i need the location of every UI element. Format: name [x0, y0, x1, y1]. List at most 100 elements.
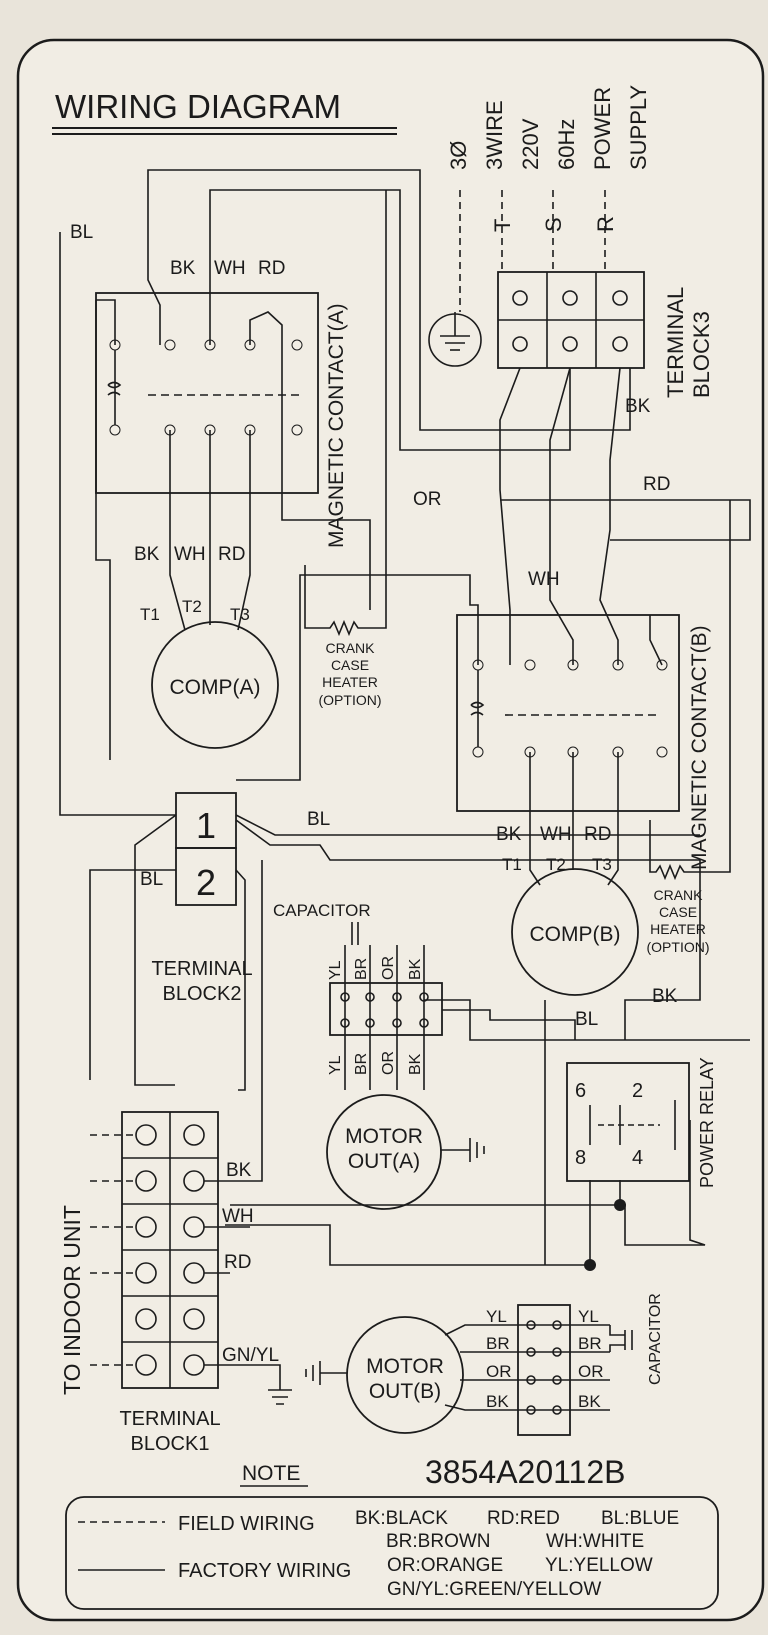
svg-text:3Ø: 3Ø — [446, 141, 471, 170]
svg-text:GN/YL:GREEN/YELLOW: GN/YL:GREEN/YELLOW — [387, 1579, 601, 1600]
magnetic-contact-b-label: MAGNETIC CONTACT(B) — [688, 625, 711, 870]
svg-text:HEATER: HEATER — [650, 921, 706, 937]
svg-text:3WIRE: 3WIRE — [482, 100, 507, 170]
comp-a-wire-labels: BK WH RD BK WH RD T1 T2 T3 BL — [70, 222, 285, 624]
svg-text:CRANK: CRANK — [325, 640, 375, 656]
legend: FIELD WIRING FACTORY WIRING BK:BLACK RD:… — [65, 1496, 719, 1610]
capacitor-b-block: YL BR OR BK YL BR OR BK CAPACITOR — [444, 1293, 664, 1436]
svg-text:1: 1 — [196, 805, 216, 846]
capacitor-a-block: CAPACITOR YL BR OR BK YL BR OR BK — [273, 901, 443, 1090]
phase-labels: T S R — [490, 216, 618, 232]
svg-text:WH: WH — [214, 258, 246, 279]
svg-text:4: 4 — [632, 1147, 643, 1169]
crankcase-heater-a: CRANK CASE HEATER (OPTION) — [304, 190, 387, 708]
svg-text:BK: BK — [226, 1160, 252, 1181]
svg-text:YL: YL — [578, 1307, 599, 1326]
svg-text:BK:BLACK: BK:BLACK — [355, 1508, 448, 1529]
svg-text:T: T — [490, 219, 515, 232]
terminal-block3 — [497, 271, 645, 369]
svg-text:BR: BR — [486, 1334, 510, 1353]
svg-text:YL: YL — [486, 1307, 507, 1326]
svg-text:OR: OR — [380, 1051, 397, 1075]
svg-text:T3: T3 — [592, 855, 612, 874]
svg-text:BK: BK — [407, 1053, 424, 1075]
svg-text:BK: BK — [134, 544, 160, 565]
compressor-b: COMP(B) — [511, 868, 639, 996]
svg-text:MOTOR: MOTOR — [345, 1125, 423, 1148]
part-number: 3854A20112B — [425, 1454, 625, 1490]
svg-text:YL: YL — [327, 1055, 344, 1075]
factory-wiring-label: FACTORY WIRING — [178, 1560, 351, 1582]
terminal-block3-label: TERMINAL BLOCK3 — [663, 287, 714, 398]
magnetic-contact-a-label: MAGNETIC CONTACT(A) — [325, 303, 348, 548]
terminal-block2: 1 2 TERMINAL BLOCK2 — [151, 792, 253, 1005]
svg-text:RD: RD — [224, 1252, 251, 1273]
field-wiring-label: FIELD WIRING — [178, 1513, 315, 1535]
bl-label-relay: BL — [575, 1009, 598, 1030]
svg-text:WH:WHITE: WH:WHITE — [546, 1531, 644, 1552]
svg-text:BL: BL — [70, 222, 93, 243]
power-relay-label: POWER RELAY — [697, 1057, 717, 1188]
svg-text:YL: YL — [327, 960, 344, 980]
svg-text:BR: BR — [353, 1053, 370, 1075]
svg-text:BLOCK3: BLOCK3 — [689, 311, 714, 398]
svg-text:BK: BK — [407, 958, 424, 980]
note-label: NOTE — [242, 1462, 300, 1485]
svg-text:60Hz: 60Hz — [554, 119, 579, 170]
svg-text:CRANK: CRANK — [653, 887, 703, 903]
svg-text:OR: OR — [486, 1362, 512, 1381]
svg-text:TERMINAL: TERMINAL — [151, 958, 252, 980]
ground-symbol — [428, 312, 482, 367]
svg-text:2: 2 — [632, 1080, 643, 1102]
terminal-block1: BK WH RD GN/YL TERMINAL BLOCK1 — [90, 860, 292, 1455]
motor-out-b: MOTOR OUT(B) — [305, 1316, 464, 1434]
svg-text:6: 6 — [575, 1080, 586, 1102]
svg-text:COMP(B): COMP(B) — [530, 923, 621, 946]
svg-text:T1: T1 — [140, 605, 160, 624]
svg-text:2: 2 — [196, 862, 216, 903]
svg-text:CASE: CASE — [331, 657, 369, 673]
bk-label-relay: BK — [652, 986, 678, 1007]
comp-b-wire-labels: BK WH RD T1 T2 T3 WH OR RD BK BL — [307, 396, 670, 874]
svg-text:8: 8 — [575, 1147, 586, 1169]
svg-text:BR: BR — [353, 958, 370, 980]
diagram-title: WIRING DIAGRAM — [55, 88, 341, 125]
svg-text:T3: T3 — [230, 605, 250, 624]
svg-text:T2: T2 — [182, 597, 202, 616]
motor-out-a: MOTOR OUT(A) — [326, 1094, 485, 1210]
svg-text:CASE: CASE — [659, 904, 697, 920]
svg-text:OR:ORANGE: OR:ORANGE — [387, 1555, 503, 1576]
svg-text:OUT(A): OUT(A) — [348, 1150, 420, 1173]
svg-text:HEATER: HEATER — [322, 674, 378, 690]
power-supply-spec: 3Ø 3WIRE 220V 60Hz POWER SUPPLY — [446, 84, 651, 170]
svg-text:COMP(A): COMP(A) — [170, 676, 261, 699]
svg-text:TERMINAL: TERMINAL — [663, 287, 688, 398]
svg-text:BK: BK — [486, 1392, 509, 1411]
svg-text:WH: WH — [528, 569, 560, 590]
svg-text:BL:BLUE: BL:BLUE — [601, 1508, 679, 1529]
svg-text:SUPPLY: SUPPLY — [626, 84, 651, 170]
svg-text:POWER: POWER — [590, 87, 615, 170]
svg-text:BL: BL — [307, 809, 330, 830]
svg-text:BK: BK — [170, 258, 196, 279]
svg-text:WH: WH — [222, 1206, 254, 1227]
svg-text:S: S — [541, 217, 566, 232]
svg-text:BK: BK — [578, 1392, 601, 1411]
svg-text:RD: RD — [258, 258, 285, 279]
svg-text:RD: RD — [218, 544, 245, 565]
svg-text:BLOCK1: BLOCK1 — [131, 1433, 210, 1455]
svg-text:BK: BK — [625, 396, 651, 417]
svg-text:R: R — [593, 216, 618, 232]
svg-text:T1: T1 — [502, 855, 522, 874]
compressor-a: COMP(A) — [151, 621, 279, 749]
svg-text:TERMINAL: TERMINAL — [119, 1408, 220, 1430]
svg-text:(OPTION): (OPTION) — [647, 939, 710, 955]
svg-text:T2: T2 — [546, 855, 566, 874]
svg-text:BLOCK2: BLOCK2 — [163, 983, 242, 1005]
svg-text:YL:YELLOW: YL:YELLOW — [545, 1555, 653, 1576]
svg-text:BR:BROWN: BR:BROWN — [386, 1531, 491, 1552]
bl-label-block2: BL — [140, 869, 163, 890]
svg-text:MOTOR: MOTOR — [366, 1355, 444, 1378]
svg-text:220V: 220V — [518, 118, 543, 170]
